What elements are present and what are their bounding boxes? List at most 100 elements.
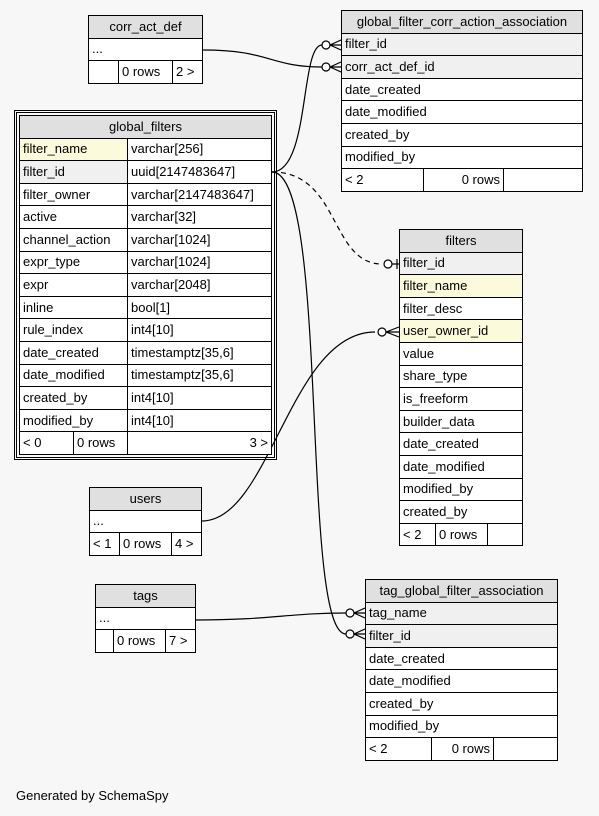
table-row: value — [399, 341, 523, 366]
table-title: tags — [95, 584, 196, 608]
table-row: date_modified — [399, 454, 523, 479]
table-title: global_filter_corr_action_association — [341, 10, 583, 34]
crowfoot-circle — [321, 40, 331, 50]
table-row: modified_by — [399, 477, 523, 502]
footer-parents — [95, 629, 114, 653]
column-name: rule_index — [19, 318, 128, 342]
column-type: int4[10] — [127, 318, 272, 342]
table-row: filter_id — [399, 251, 523, 276]
column-type: varchar[2048] — [127, 273, 272, 297]
table-row: filter_id — [341, 32, 583, 57]
table-row: created_by — [365, 691, 558, 716]
table-row: filter_id — [365, 624, 558, 648]
table-row: created_by — [399, 500, 523, 524]
table-row: date_created — [365, 646, 558, 671]
edge-gf-to-gfca — [271, 44, 323, 173]
edge-gf-to-tgfa — [271, 171, 347, 635]
table-global-filters[interactable]: global_filters filter_name varchar[256] … — [14, 110, 277, 460]
generated-by-text: Generated by SchemaSpy — [16, 788, 169, 803]
table-global-filter-corr-action-association[interactable]: global_filter_corr_action_association fi… — [341, 10, 583, 192]
column-type: uuid[2147483647] — [127, 160, 272, 184]
footer-rows: 0 rows — [113, 629, 166, 653]
table-row: date_created — [399, 432, 523, 456]
crowfoot — [353, 607, 366, 619]
column-name: date_modified — [19, 363, 128, 388]
table-row: builder_data — [399, 409, 523, 434]
crowfoot-circle — [345, 629, 355, 639]
table-row: ... — [95, 606, 196, 631]
table-users[interactable]: users ... < 1 0 rows 4 > — [89, 487, 202, 556]
crowfoot — [385, 326, 400, 338]
crowfoot — [392, 259, 399, 269]
table-tags[interactable]: tags ... 0 rows 7 > — [95, 584, 196, 653]
footer-parents — [88, 60, 119, 84]
footer-parents: < 1 — [89, 532, 120, 556]
column-type: bool[1] — [127, 295, 272, 320]
table-row: date_created — [341, 77, 583, 102]
column-name: created_by — [19, 386, 128, 410]
table-title: global_filters — [19, 115, 272, 139]
crowfoot — [329, 39, 342, 51]
table-row: tag_name — [365, 601, 558, 626]
table-row: date_modified — [341, 100, 583, 124]
footer-rows: 0 rows — [431, 737, 494, 761]
table-row: filter_desc — [399, 296, 523, 321]
column-name: filter_owner — [19, 182, 128, 207]
column-name: active — [19, 205, 128, 229]
table-row: ... — [89, 509, 202, 534]
column-type: timestamptz[35,6] — [127, 340, 272, 365]
footer-children: 4 > — [171, 532, 202, 556]
table-tag-global-filter-association[interactable]: tag_global_filter_association tag_name f… — [365, 579, 558, 761]
footer-children — [493, 737, 558, 761]
footer-children — [503, 168, 583, 192]
footer-children: 2 > — [172, 60, 203, 84]
edge-gf-to-filters — [271, 171, 383, 265]
footer-rows: 0 rows — [118, 60, 173, 84]
table-corr-act-def[interactable]: corr_act_def ... 0 rows 2 > — [88, 15, 203, 84]
column-type: timestamptz[35,6] — [127, 363, 272, 388]
crowfoot-circle — [377, 327, 387, 337]
table-row: is_freeform — [399, 387, 523, 411]
column-name: channel_action — [19, 227, 128, 252]
footer-children: 7 > — [165, 629, 196, 653]
crowfoot-circle — [321, 62, 331, 72]
table-title: tag_global_filter_association — [365, 579, 558, 603]
table-row: date_modified — [365, 669, 558, 693]
column-type: varchar[1024] — [127, 250, 272, 275]
edge-corr-act-def — [202, 49, 323, 68]
edge-users-to-filters — [201, 331, 376, 522]
footer-parents: < 2 — [399, 522, 436, 547]
crowfoot-circle — [383, 259, 393, 269]
column-name: filter_name — [19, 137, 128, 162]
column-name: date_created — [19, 340, 128, 365]
column-type: varchar[32] — [127, 205, 272, 229]
table-row: ... — [88, 37, 203, 62]
column-type: varchar[256] — [127, 137, 272, 162]
table-row: modified_by — [341, 145, 583, 170]
column-type: varchar[2147483647] — [127, 182, 272, 207]
column-name: filter_id — [19, 160, 128, 184]
column-type: int4[10] — [127, 386, 272, 410]
footer-parents: < 0 — [19, 431, 74, 455]
column-name: inline — [19, 295, 128, 320]
table-filters[interactable]: filters filter_id filter_name filter_des… — [399, 229, 523, 547]
table-row: modified_by — [365, 714, 558, 739]
column-type: int4[10] — [127, 408, 272, 433]
column-name: expr — [19, 273, 128, 297]
crowfoot-circle — [345, 608, 355, 618]
footer-children: 3 > — [127, 431, 272, 455]
footer-parents: < 2 — [341, 168, 424, 192]
table-title: users — [89, 487, 202, 511]
crowfoot — [329, 61, 342, 73]
footer-parents: < 2 — [365, 737, 432, 761]
edge-tags-to-tgfa — [195, 612, 347, 621]
footer-rows: 0 rows — [435, 522, 488, 547]
crowfoot — [353, 628, 366, 640]
table-title: filters — [399, 229, 523, 253]
footer-children — [487, 522, 523, 547]
column-name: expr_type — [19, 250, 128, 275]
footer-rows: 0 rows — [73, 431, 128, 455]
table-row: filter_name — [399, 274, 523, 298]
column-name: modified_by — [19, 408, 128, 433]
